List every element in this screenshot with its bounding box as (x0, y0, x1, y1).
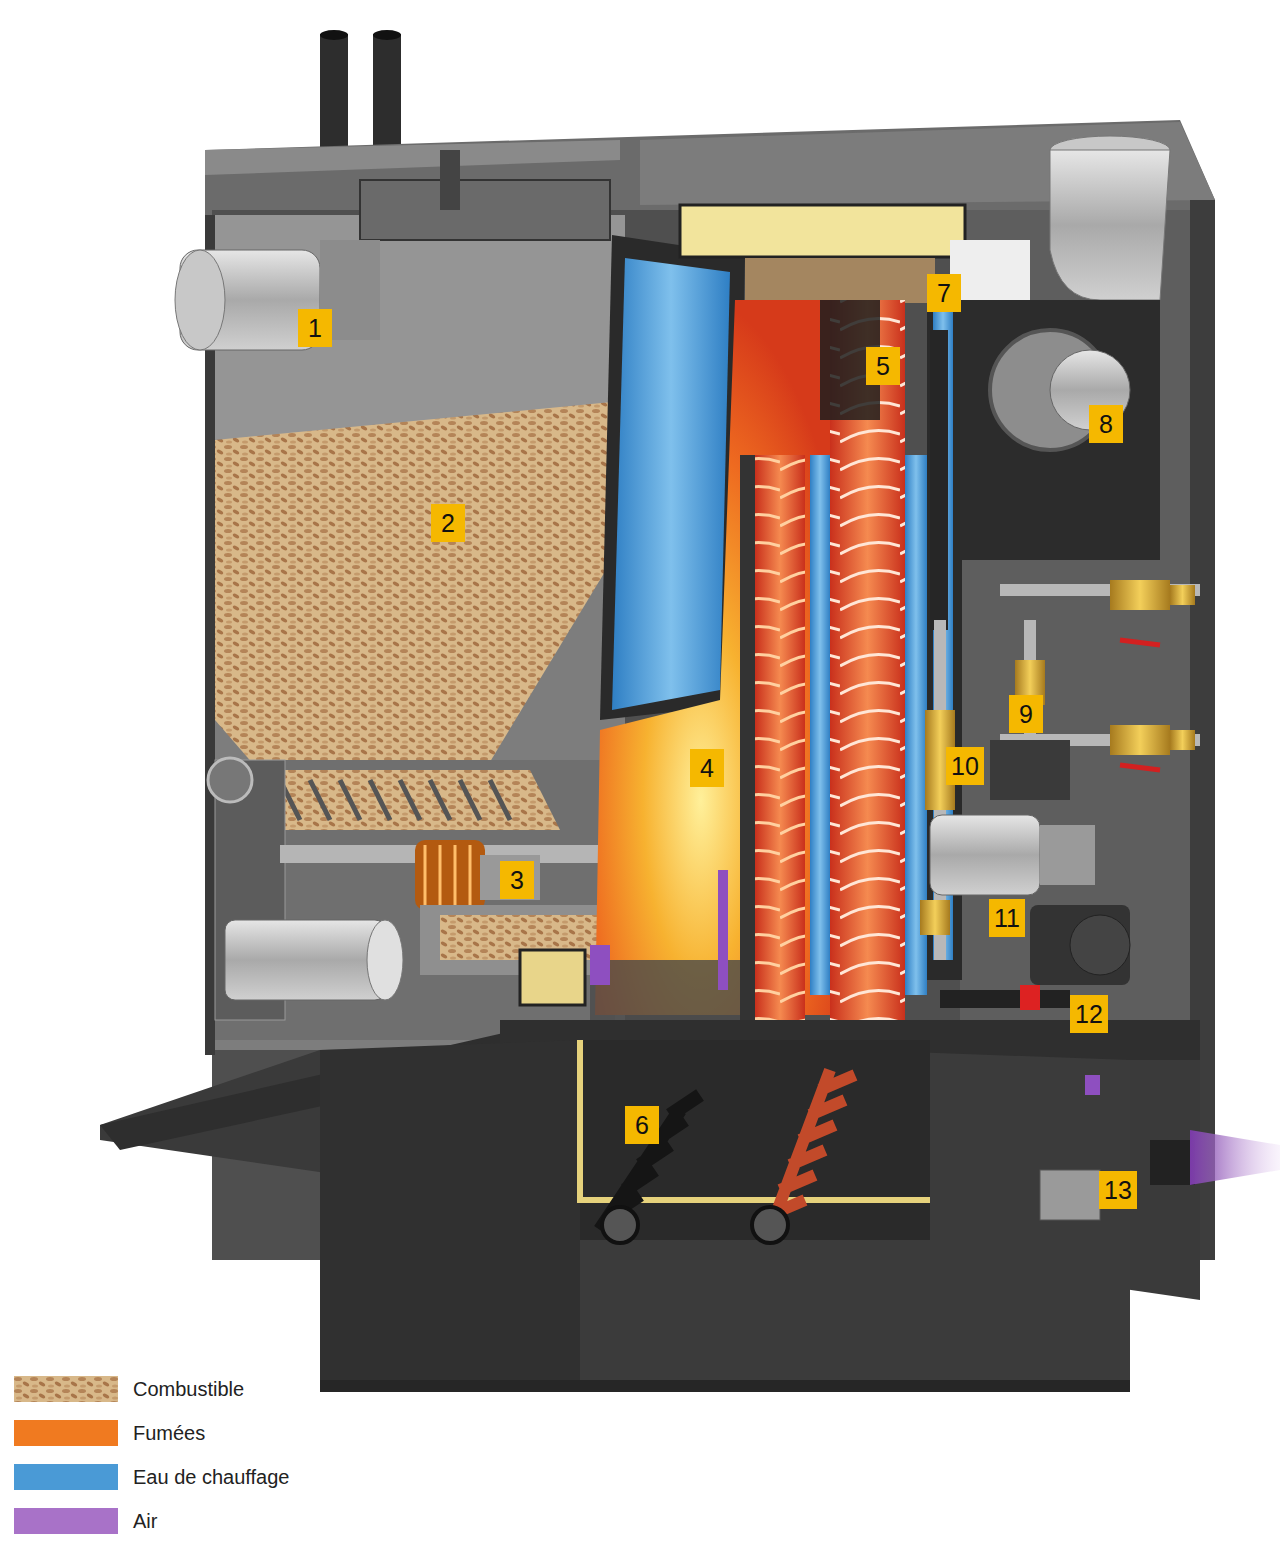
legend-row: Eau de chauffage (14, 1464, 289, 1490)
legend-text: Fumées (133, 1422, 205, 1445)
callout-number-text: 5 (876, 354, 890, 379)
callout-number: 2 (431, 504, 465, 542)
callout-number-text: 6 (635, 1113, 649, 1138)
legend-row: Combustible (14, 1376, 244, 1402)
callout-number-text: 4 (700, 756, 714, 781)
pellet-swatch (14, 1376, 118, 1402)
pellet-sample (14, 1376, 118, 1402)
callout-number-text: 10 (951, 754, 979, 779)
callout-number-text: 7 (937, 281, 951, 306)
callout-number: 5 (866, 347, 900, 385)
legend-row: Fumées (14, 1420, 205, 1446)
callout-number-text: 12 (1075, 1002, 1103, 1027)
callout-number: 10 (946, 747, 984, 785)
callout-number: 11 (989, 899, 1025, 937)
callout-number: 4 (690, 749, 724, 787)
legend-swatch (14, 1420, 118, 1446)
callout-number-text: 13 (1104, 1178, 1132, 1203)
callout-number: 13 (1099, 1171, 1137, 1209)
legend-swatch (14, 1508, 118, 1534)
callout-number-text: 8 (1099, 412, 1113, 437)
callout-number-text: 1 (308, 316, 322, 341)
legend-row: Air (14, 1508, 157, 1534)
legend-swatch (14, 1464, 118, 1490)
callout-number: 3 (500, 861, 534, 899)
callout-number: 7 (927, 274, 961, 312)
callout-number-text: 11 (994, 906, 1020, 931)
callout-number-text: 2 (441, 511, 455, 536)
callout-number: 9 (1009, 695, 1043, 733)
callout-number: 6 (625, 1106, 659, 1144)
callout-number: 1 (298, 309, 332, 347)
legend-text: Air (133, 1510, 157, 1533)
callout-number-text: 9 (1019, 702, 1033, 727)
callout-number: 8 (1089, 405, 1123, 443)
callout-number-text: 3 (510, 868, 524, 893)
legend-text: Combustible (133, 1378, 244, 1401)
legend-text: Eau de chauffage (133, 1466, 289, 1489)
callout-number: 12 (1070, 995, 1108, 1033)
